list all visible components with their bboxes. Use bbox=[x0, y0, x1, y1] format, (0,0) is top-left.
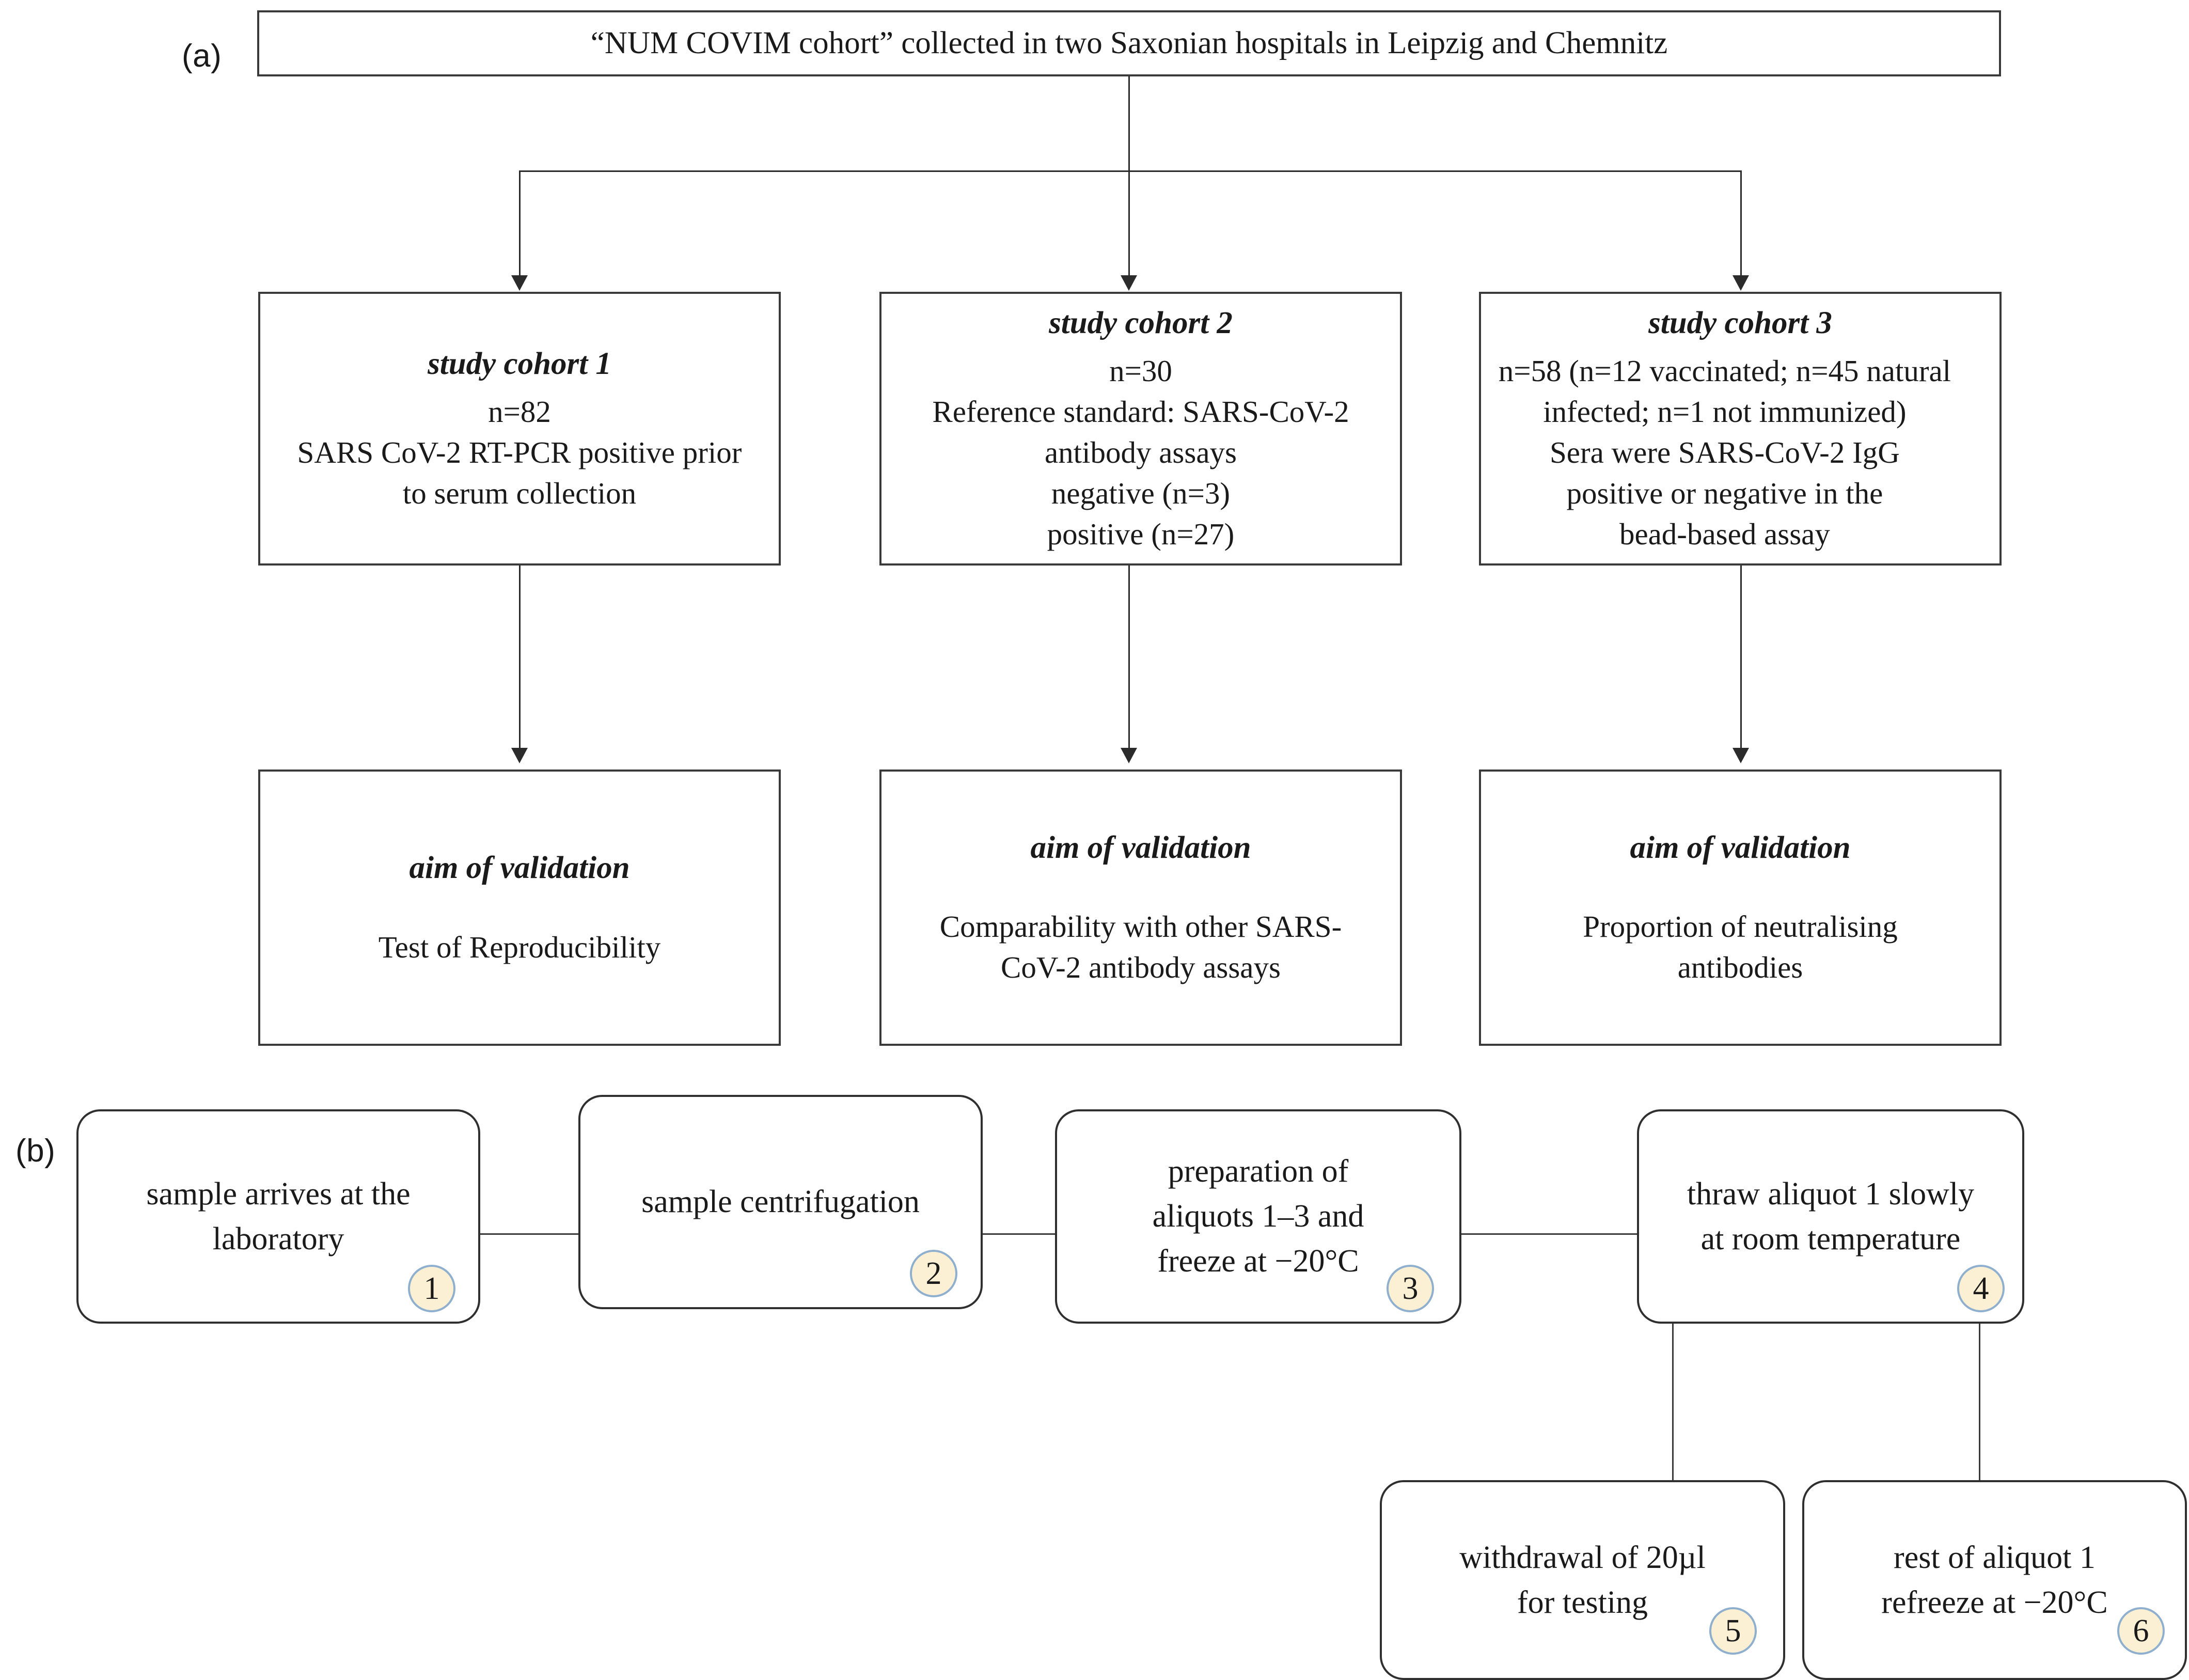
connector-cohort-3-to-aim bbox=[1740, 566, 1742, 749]
step-1-text: sample arrives at the laboratory bbox=[146, 1176, 411, 1257]
connector-drop-cohort-1 bbox=[519, 170, 521, 276]
aim-3-heading: aim of validation bbox=[1630, 830, 1851, 865]
study-cohort-3-heading: study cohort 3 bbox=[1648, 305, 1832, 340]
connector-step-4-to-6 bbox=[1979, 1324, 1980, 1482]
arrow-head-cohort-1 bbox=[511, 275, 528, 291]
step-4-badge: 4 bbox=[1957, 1265, 2005, 1312]
step-6-number: 6 bbox=[2133, 1613, 2149, 1648]
step-6-text: rest of aliquot 1 refreeze at −20°C bbox=[1881, 1540, 2108, 1620]
cohort-title-box: “NUM COVIM cohort” collected in two Saxo… bbox=[257, 10, 2001, 76]
study-cohort-3-box: study cohort 3 n=58 (n=12 vaccinated; n=… bbox=[1479, 292, 2002, 566]
cohort-title-text: “NUM COVIM cohort” collected in two Saxo… bbox=[590, 26, 1668, 61]
step-6-badge: 6 bbox=[2117, 1607, 2165, 1655]
step-4-text: thraw aliquot 1 slowly at room temperatu… bbox=[1687, 1176, 1975, 1257]
connector-step-4-to-5 bbox=[1672, 1324, 1674, 1482]
panel-b-label: (b) bbox=[15, 1133, 56, 1169]
study-cohort-1-heading: study cohort 1 bbox=[428, 346, 611, 381]
study-cohort-1-body: n=82 SARS CoV-2 RT-PCR positive prior to… bbox=[297, 395, 742, 511]
study-cohort-2-box: study cohort 2 n=30 Reference standard: … bbox=[879, 292, 1402, 566]
step-4-number: 4 bbox=[1973, 1271, 1989, 1306]
arrow-head-cohort-3 bbox=[1733, 275, 1749, 291]
step-5-text: withdrawal of 20µl for testing bbox=[1459, 1540, 1706, 1620]
step-5-number: 5 bbox=[1725, 1613, 1741, 1648]
study-cohort-3-body: n=58 (n=12 vaccinated; n=45 natural infe… bbox=[1498, 354, 1951, 552]
aim-2-heading: aim of validation bbox=[1030, 830, 1251, 865]
step-3-badge: 3 bbox=[1387, 1265, 1434, 1312]
aim-2-body: Comparability with other SARS- CoV-2 ant… bbox=[939, 909, 1342, 985]
step-2-text: sample centrifugation bbox=[641, 1184, 920, 1220]
step-2-number: 2 bbox=[925, 1256, 942, 1291]
connector-step-1-to-2 bbox=[480, 1233, 578, 1235]
connector-step-2-to-3 bbox=[983, 1233, 1055, 1235]
connector-title-trunk bbox=[1128, 76, 1130, 170]
step-2-badge: 2 bbox=[910, 1250, 957, 1297]
study-cohort-2-body: n=30 Reference standard: SARS-CoV-2 anti… bbox=[932, 354, 1349, 552]
step-2-box: sample centrifugation bbox=[578, 1095, 983, 1309]
step-5-badge: 5 bbox=[1709, 1607, 1757, 1655]
arrow-head-aim-3 bbox=[1733, 748, 1749, 763]
aim-of-validation-1-box: aim of validation Test of Reproducibilit… bbox=[258, 770, 781, 1046]
aim-of-validation-2-box: aim of validation Comparability with oth… bbox=[879, 770, 1402, 1046]
arrow-head-aim-2 bbox=[1121, 748, 1137, 763]
connector-drop-cohort-2 bbox=[1128, 170, 1130, 276]
connector-step-3-to-4 bbox=[1461, 1233, 1637, 1235]
arrow-head-cohort-2 bbox=[1121, 275, 1137, 291]
step-1-number: 1 bbox=[423, 1271, 440, 1306]
panel-a-label: (a) bbox=[182, 38, 222, 74]
connector-cohort-2-to-aim bbox=[1128, 566, 1130, 749]
connector-drop-cohort-3 bbox=[1740, 170, 1742, 276]
study-cohort-1-box: study cohort 1 n=82 SARS CoV-2 RT-PCR po… bbox=[258, 292, 781, 566]
aim-3-body: Proportion of neutralising antibodies bbox=[1583, 909, 1898, 985]
connector-cohort-1-to-aim bbox=[519, 566, 521, 749]
step-3-number: 3 bbox=[1402, 1271, 1419, 1306]
aim-1-heading: aim of validation bbox=[409, 851, 630, 886]
arrow-head-aim-1 bbox=[511, 748, 528, 763]
step-3-text: preparation of aliquots 1–3 and freeze a… bbox=[1152, 1154, 1364, 1279]
aim-of-validation-3-box: aim of validation Proportion of neutrali… bbox=[1479, 770, 2002, 1046]
aim-1-body: Test of Reproducibility bbox=[378, 930, 661, 964]
step-1-badge: 1 bbox=[408, 1265, 455, 1312]
study-cohort-2-heading: study cohort 2 bbox=[1049, 305, 1233, 340]
